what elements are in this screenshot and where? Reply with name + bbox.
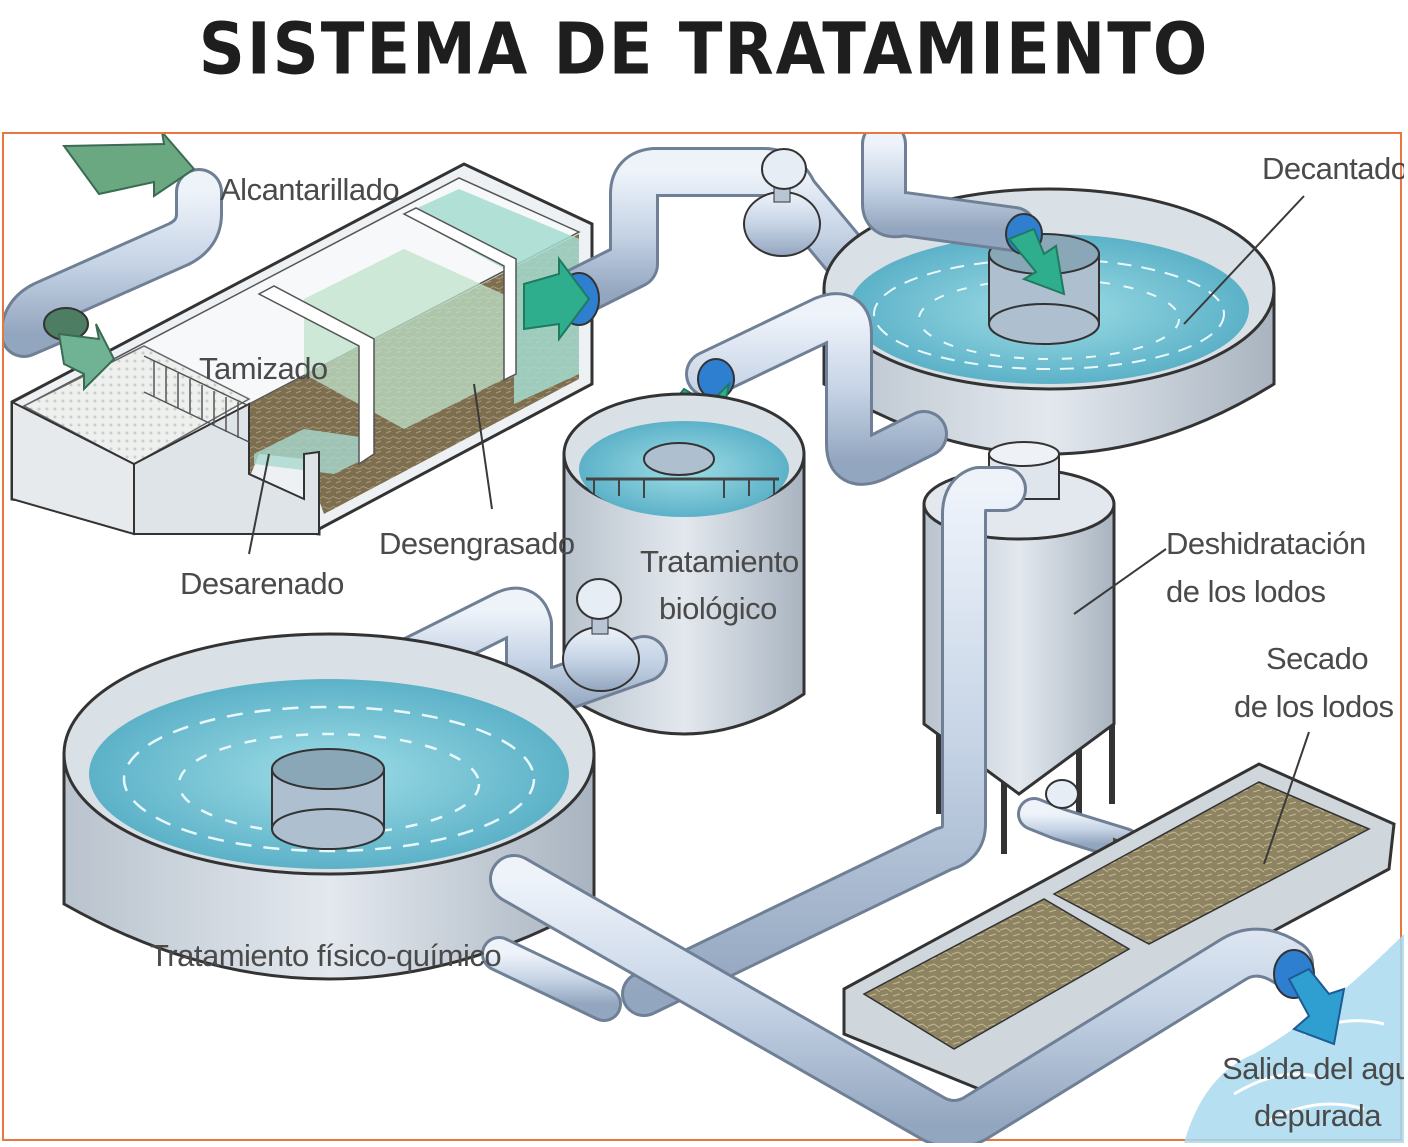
dewatering-silo [621, 441, 1156, 1017]
page-title: SISTEMA DE TRATAMIENTO [198, 8, 1210, 92]
valve-wheel-icon [761, 148, 807, 190]
label-tratamiento-biologico-1: Tratamiento [640, 544, 799, 579]
pipe-to-decanter [523, 147, 869, 342]
inflow-arrow [62, 134, 196, 198]
biological-tank [562, 392, 806, 736]
bar-screen [143, 355, 250, 443]
label-decantado: Decantado [1262, 151, 1404, 186]
valve-wheel-icon-2 [576, 578, 622, 620]
label-deshidratacion-1: Deshidratación [1166, 526, 1366, 561]
label-secado-2: de los lodos [1234, 689, 1393, 724]
treatment-diagram: Alcantarillado Tamizado Desengrasado Des… [4, 134, 1404, 1143]
label-secado-1: Secado [1266, 641, 1368, 676]
label-desengrasado: Desengrasado [379, 526, 575, 561]
decanter-tank [822, 134, 1276, 456]
label-tamizado: Tamizado [199, 351, 328, 386]
drying-beds [842, 762, 1396, 1091]
outflow-arrow [1287, 967, 1346, 1046]
label-fisico-quimico: Tratamiento físico-químico [150, 938, 501, 973]
label-deshidratacion-2: de los lodos [1166, 574, 1325, 609]
label-tratamiento-biologico-2: biológico [659, 591, 777, 626]
label-alcantarillado: Alcantarillado [220, 172, 399, 207]
outlet-water [1184, 934, 1404, 1143]
leader-lines [248, 195, 1310, 865]
physicochemical-tank [62, 632, 596, 981]
label-salida-2: depurada [1254, 1098, 1382, 1133]
diagram-frame: Alcantarillado Tamizado Desengrasado Des… [2, 132, 1404, 1143]
label-desarenado: Desarenado [180, 566, 344, 601]
inlet-pipe [4, 134, 223, 392]
preliminary-basin [10, 162, 594, 536]
arrow-to-decanter [523, 256, 591, 342]
label-salida-1: Salida del agua [1222, 1051, 1404, 1086]
